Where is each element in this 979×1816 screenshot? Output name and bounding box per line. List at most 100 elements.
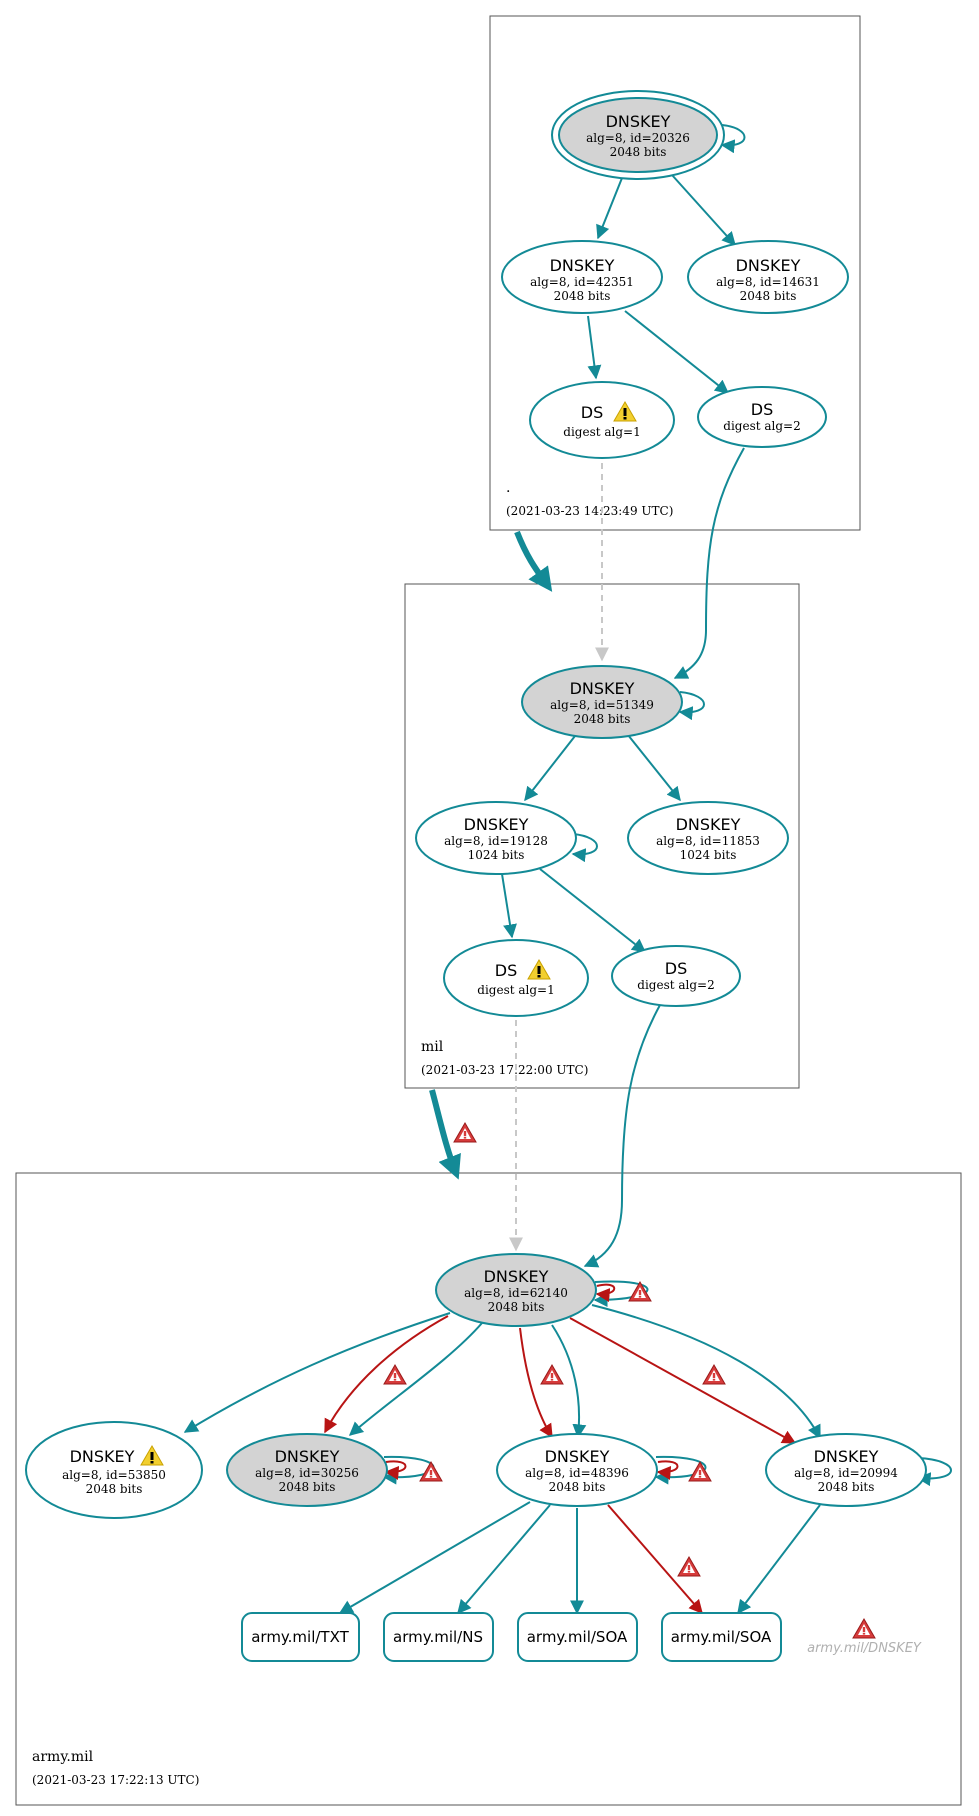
edge-mil-ksk-to-zsk1 <box>524 735 576 802</box>
delegation-root-to-mil <box>514 530 553 592</box>
node-mil-ds1-line1: digest alg=1 <box>477 983 554 997</box>
edge-root-zsk1-to-ds1 <box>587 315 602 380</box>
edge-mil-zsk1-to-ds1 <box>501 873 517 939</box>
node-root-zsk1-line1: alg=8, id=42351 <box>530 275 634 289</box>
node-mil-zsk1[interactable]: DNSKEY alg=8, id=19128 1024 bits <box>415 801 577 875</box>
node-army-k3-type: DNSKEY <box>545 1447 610 1466</box>
node-army-k1-line1: alg=8, id=53850 <box>62 1468 166 1482</box>
node-mil-ds2-type: DS <box>665 959 687 978</box>
node-root-zsk1[interactable]: DNSKEY alg=8, id=42351 2048 bits <box>501 240 663 314</box>
node-army-k4-line2: 2048 bits <box>818 1480 875 1494</box>
node-root-ksk-line1: alg=8, id=20326 <box>586 131 690 145</box>
node-army-k4-line1: alg=8, id=20994 <box>794 1466 898 1480</box>
node-army-k4[interactable]: DNSKEY alg=8, id=20994 2048 bits <box>765 1433 927 1507</box>
node-army-k3-line1: alg=8, id=48396 <box>525 1466 629 1480</box>
zone-root-timestamp: (2021-03-23 14:23:49 UTC) <box>506 504 673 518</box>
node-mil-zsk2-line2: 1024 bits <box>680 848 737 862</box>
node-mil-zsk1-line1: alg=8, id=19128 <box>444 834 548 848</box>
edge-army-ksk-to-k4-red <box>569 1317 797 1444</box>
node-army-k2-type: DNSKEY <box>275 1447 340 1466</box>
node-mil-ds1[interactable]: DS digest alg=1 <box>443 939 589 1017</box>
rrset-dnskey-ghost-label: army.mil/DNSKEY <box>807 1641 922 1656</box>
edge-army-k4-self <box>916 1457 952 1487</box>
edge-army-ksk-to-k4 <box>591 1304 821 1440</box>
node-root-zsk2-type: DNSKEY <box>736 256 801 275</box>
rrset-soa-1-label: army.mil/SOA <box>527 1628 628 1646</box>
node-root-ds2[interactable]: DS digest alg=2 <box>697 386 827 448</box>
edge-army-k4-to-soa2 <box>737 1504 821 1615</box>
node-army-k3[interactable]: DNSKEY alg=8, id=48396 2048 bits <box>496 1433 658 1507</box>
edge-army-k3-to-soa2-red <box>607 1504 703 1615</box>
rrset-txt-label: army.mil/TXT <box>251 1628 349 1646</box>
edge-mil-zsk1-self <box>571 833 598 863</box>
node-army-k3-line2: 2048 bits <box>549 1480 606 1494</box>
edge-root-ds2-to-mil-ksk <box>673 447 745 679</box>
error-icon <box>540 1364 564 1385</box>
node-mil-zsk1-line2: 1024 bits <box>468 848 525 862</box>
node-army-ksk-line2: 2048 bits <box>488 1300 545 1314</box>
edge-root-zsk1-to-ds2 <box>624 310 730 394</box>
edge-army-ksk-to-k3 <box>551 1324 587 1439</box>
node-army-ksk-line1: alg=8, id=62140 <box>464 1286 568 1300</box>
node-root-ds1-type: DS <box>581 403 603 422</box>
delegation-mil-to-army <box>429 1089 461 1180</box>
node-root-ksk-type: DNSKEY <box>606 112 671 131</box>
zone-root-box <box>489 15 861 531</box>
edge-army-k3-to-txt <box>338 1501 531 1614</box>
edge-army-ksk-to-k1 <box>183 1312 451 1433</box>
error-icon <box>453 1122 477 1143</box>
edge-army-ksk-to-k3-red <box>519 1327 553 1439</box>
node-army-ksk-type: DNSKEY <box>484 1267 549 1286</box>
zone-root-name: . <box>506 480 510 496</box>
edge-root-ksk-self <box>720 124 746 154</box>
node-mil-ksk-type: DNSKEY <box>570 679 635 698</box>
node-root-ksk-line2: 2048 bits <box>610 145 667 159</box>
error-icon <box>677 1556 701 1577</box>
node-root-ksk[interactable]: DNSKEY alg=8, id=20326 2048 bits <box>551 90 725 180</box>
zone-army-box <box>15 1172 962 1806</box>
edge-root-ksk-to-zsk2 <box>671 174 736 247</box>
node-army-k2-line1: alg=8, id=30256 <box>255 1466 359 1480</box>
rrset-soa-2[interactable]: army.mil/SOA <box>661 1612 782 1662</box>
node-army-k1-type: DNSKEY <box>70 1447 135 1466</box>
rrset-soa-1[interactable]: army.mil/SOA <box>517 1612 638 1662</box>
node-mil-zsk2[interactable]: DNSKEY alg=8, id=11853 1024 bits <box>627 801 789 875</box>
node-root-zsk2-line1: alg=8, id=14631 <box>716 275 820 289</box>
error-icon <box>383 1364 407 1385</box>
edge-army-ksk-self-red <box>595 1283 616 1303</box>
edge-mil-ksk-to-zsk2 <box>627 734 681 802</box>
edge-root-ksk-to-zsk1 <box>596 177 623 240</box>
node-mil-ksk[interactable]: DNSKEY alg=8, id=51349 2048 bits <box>521 665 683 739</box>
edge-mil-ksk-self <box>678 691 705 721</box>
zone-mil-timestamp: (2021-03-23 17:22:00 UTC) <box>421 1063 588 1077</box>
node-mil-ds2[interactable]: DS digest alg=2 <box>611 945 741 1007</box>
edge-army-k3-to-ns <box>457 1504 551 1615</box>
node-root-ds1-line1: digest alg=1 <box>563 425 640 439</box>
rrset-ns[interactable]: army.mil/NS <box>383 1612 494 1662</box>
node-army-k4-type: DNSKEY <box>814 1447 879 1466</box>
error-icon <box>852 1618 876 1639</box>
edge-army-ksk-self-teal <box>593 1280 649 1307</box>
node-mil-ksk-line1: alg=8, id=51349 <box>550 698 654 712</box>
error-icon <box>688 1461 712 1482</box>
rrset-soa-2-label: army.mil/SOA <box>671 1628 772 1646</box>
edge-army-k3-self-red <box>656 1460 679 1480</box>
edge-army-ksk-to-k2-red <box>324 1315 449 1434</box>
zone-mil-name: mil <box>421 1039 444 1055</box>
node-army-k1-line2: 2048 bits <box>86 1482 143 1496</box>
error-icon <box>419 1461 443 1482</box>
node-army-k1[interactable]: DNSKEY alg=8, id=53850 2048 bits <box>25 1421 203 1519</box>
node-root-ds1[interactable]: DS digest alg=1 <box>529 381 675 459</box>
node-army-k2[interactable]: DNSKEY alg=8, id=30256 2048 bits <box>226 1433 388 1507</box>
edge-army-ksk-to-k2 <box>348 1322 483 1436</box>
edge-army-k2-self-red <box>384 1460 407 1480</box>
rrset-txt[interactable]: army.mil/TXT <box>241 1612 360 1662</box>
node-mil-zsk2-line1: alg=8, id=11853 <box>656 834 760 848</box>
node-mil-zsk1-type: DNSKEY <box>464 815 529 834</box>
node-root-zsk2[interactable]: DNSKEY alg=8, id=14631 2048 bits <box>687 240 849 314</box>
node-army-ksk[interactable]: DNSKEY alg=8, id=62140 2048 bits <box>435 1253 597 1327</box>
error-icon <box>702 1364 726 1385</box>
zone-army-name: army.mil <box>32 1749 94 1765</box>
node-root-ds2-line1: digest alg=2 <box>723 419 800 433</box>
